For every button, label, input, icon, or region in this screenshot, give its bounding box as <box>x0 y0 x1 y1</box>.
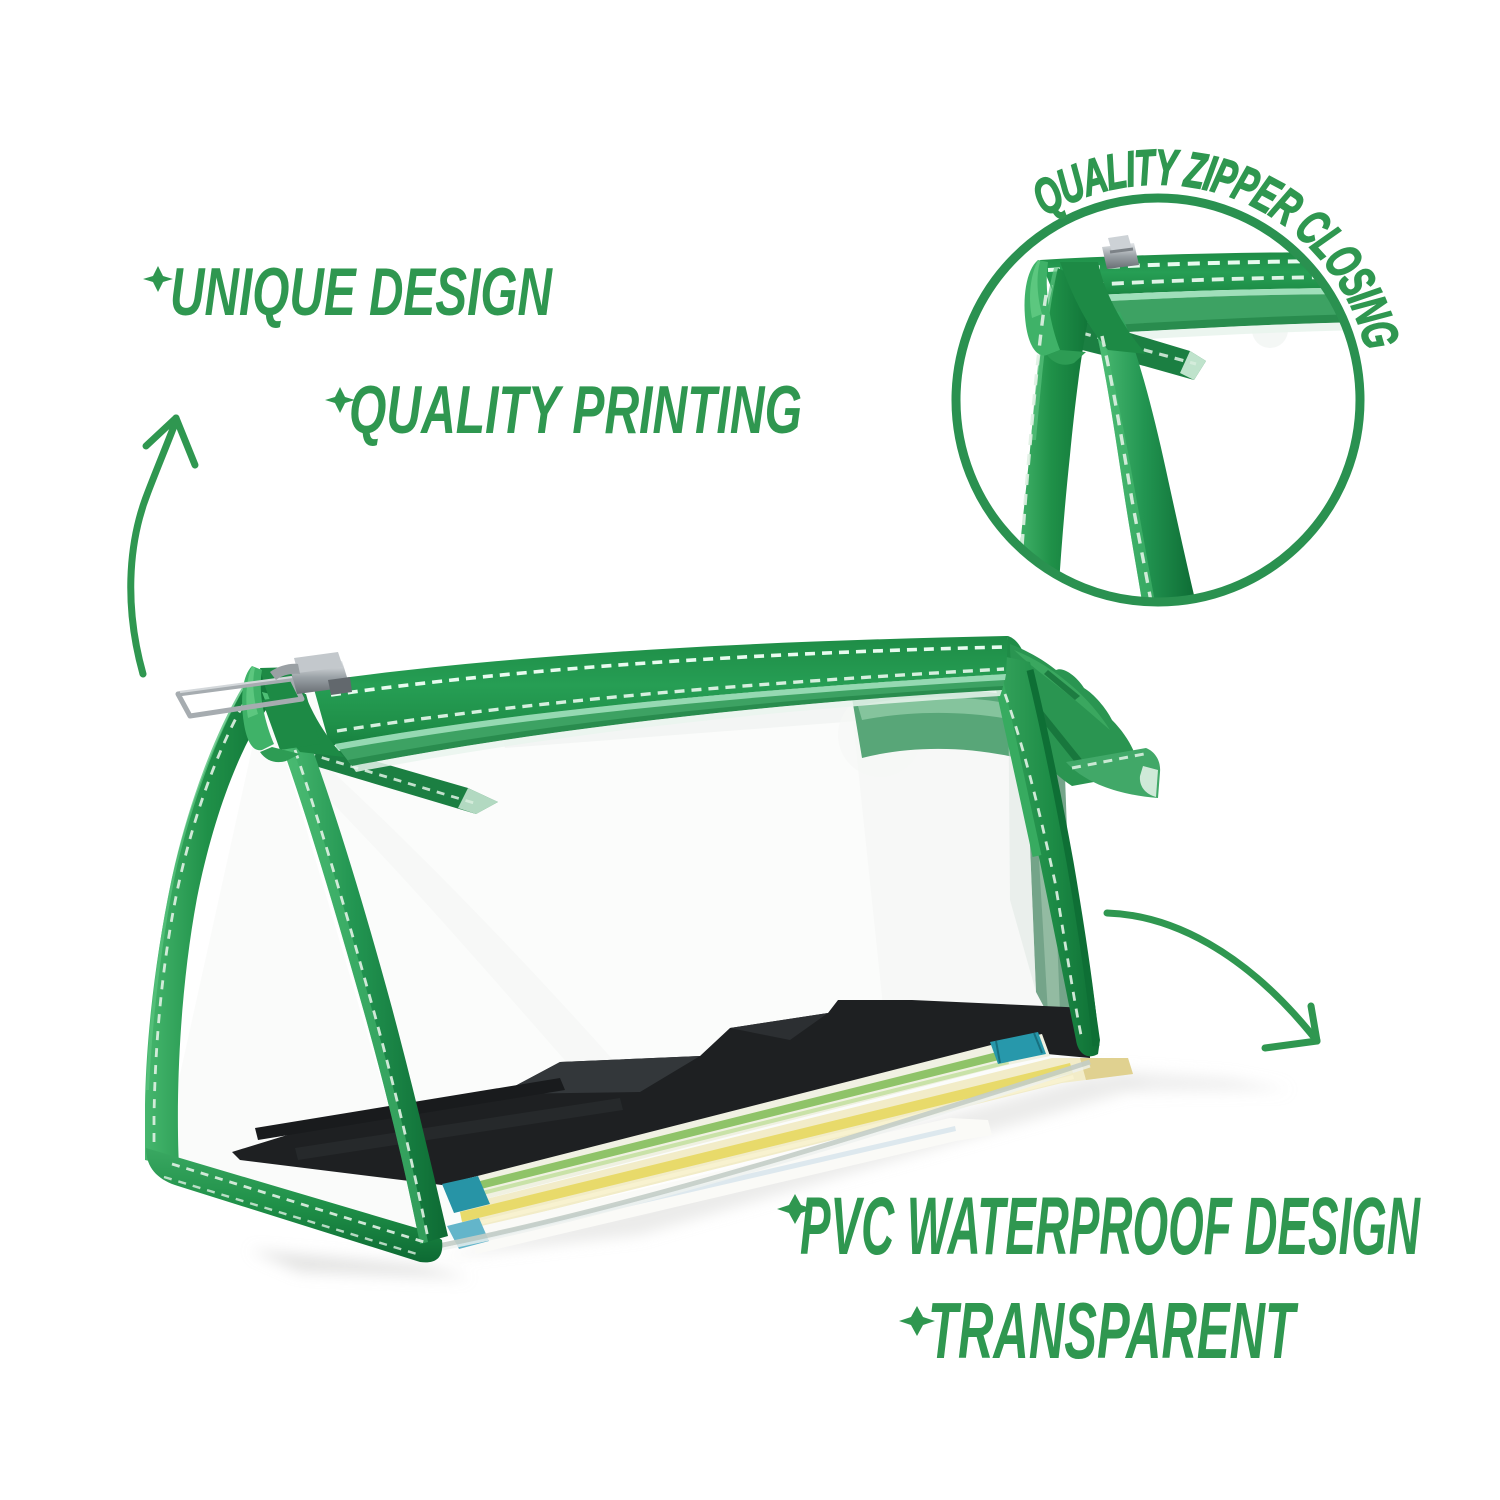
svg-text:QUALITY PRINTING: QUALITY PRINTING <box>349 372 802 448</box>
svg-text:PVC WATERPROOF DESIGN: PVC WATERPROOF DESIGN <box>800 1181 1421 1272</box>
svg-text:TRANSPARENT: TRANSPARENT <box>928 1286 1299 1375</box>
svg-text:UNIQUE DESIGN: UNIQUE DESIGN <box>170 254 553 330</box>
